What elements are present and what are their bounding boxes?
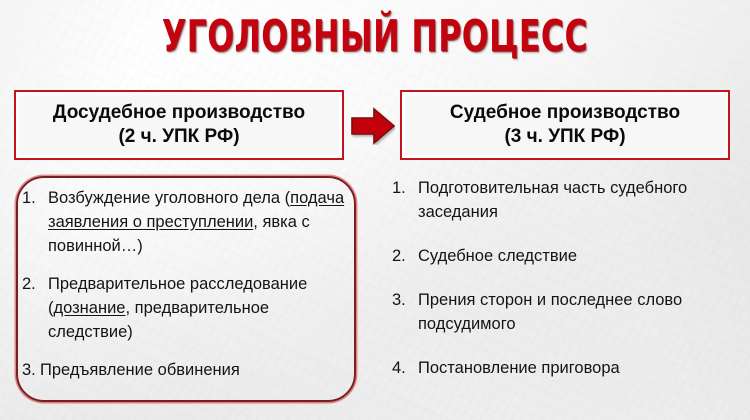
- list-item-text-underlined: дознание: [53, 299, 126, 317]
- list-item: 2. Предварительное расследование (дознан…: [22, 272, 352, 344]
- list-item: 4. Постановление приговора: [392, 356, 740, 380]
- list-item: 1. Возбуждение уголовного дела (подача з…: [22, 186, 352, 258]
- list-item-number: 3.: [22, 361, 36, 379]
- trial-stage-list: 1. Подготовительная часть судебного засе…: [392, 176, 740, 380]
- list-item: 2. Судебное следствие: [392, 244, 740, 268]
- list-item-number: 2.: [392, 247, 406, 265]
- list-item-number: 4.: [392, 359, 406, 377]
- list-item-text: Предварительное расследование (дознание,…: [48, 272, 352, 344]
- list-item-text-after: , явка с повинной…): [48, 213, 310, 255]
- list-item-text: Подготовительная часть судебного заседан…: [418, 179, 688, 221]
- list-item: 3. Прения сторон и последнее слово подсу…: [392, 288, 740, 336]
- list-item-number: 1.: [392, 179, 406, 197]
- list-item-number: 2.: [22, 275, 36, 293]
- list-item: 1. Подготовительная часть судебного засе…: [392, 176, 740, 224]
- list-item-number: 1.: [22, 189, 36, 207]
- list-item-text: Прения сторон и последнее слово подсудим…: [418, 291, 683, 333]
- header-box-pretrial-label: Досудебное производство (2 ч. УПК РФ): [52, 102, 306, 147]
- page-title: УГОЛОВНЫЙ ПРОЦЕСС: [161, 11, 589, 62]
- list-item-text: Возбуждение уголовного дела (подача заяв…: [48, 186, 352, 258]
- list-item-text-after: , предварительное следствие): [48, 299, 270, 341]
- list-item-text-underlined: подача заявления о преступлении: [48, 189, 345, 231]
- list-item-text: Постановление приговора: [418, 359, 620, 377]
- list-item-text-before: Предварительное расследование (: [48, 275, 308, 317]
- right-arrow-icon: [351, 107, 395, 145]
- header-box-pretrial: Досудебное производство (2 ч. УПК РФ): [14, 90, 344, 160]
- list-item-text: Судебное следствие: [418, 247, 578, 265]
- left-column-frame: [16, 176, 356, 402]
- pretrial-stage-list: 1. Возбуждение уголовного дела (подача з…: [22, 186, 352, 382]
- list-item-text: Предъявление обвинения: [40, 361, 240, 379]
- list-item: 3. Предъявление обвинения: [22, 358, 352, 382]
- list-item-number: 3.: [392, 291, 406, 309]
- header-box-trial-label: Судебное производство (3 ч. УПК РФ): [449, 102, 681, 147]
- header-box-trial: Судебное производство (3 ч. УПК РФ): [400, 90, 730, 160]
- list-item-text-before: Возбуждение уголовного дела (: [48, 189, 291, 207]
